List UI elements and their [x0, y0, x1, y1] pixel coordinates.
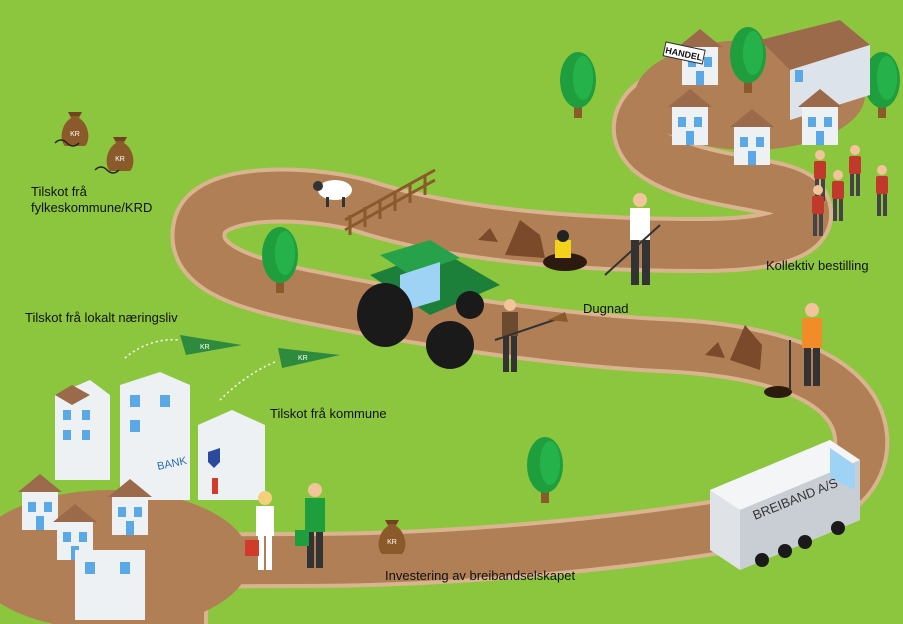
tree-icon	[560, 52, 596, 118]
shop-sign: HANDEL	[662, 41, 706, 65]
money-bag-icon: KR	[378, 520, 406, 554]
grant-county-label: Tilskot frå fylkeskommune/KRD	[31, 184, 152, 216]
dig-site-right	[705, 303, 822, 398]
tree-icon	[527, 437, 563, 503]
shovel-icon	[604, 224, 661, 276]
business-people	[245, 483, 325, 570]
truck-icon: BREIBAND A/S	[710, 440, 860, 570]
money-bag-icon: KR	[61, 112, 89, 146]
volunteer-label: Dugnad	[583, 301, 629, 316]
grant-business-label: Tilskot frå lokalt næringsliv	[25, 310, 178, 325]
svg-text:KR: KR	[200, 344, 210, 351]
sheep-icon	[313, 180, 352, 207]
investment-label: Investering av breibandselskapet	[385, 568, 576, 583]
svg-text:KR: KR	[70, 131, 80, 138]
village: HANDEL	[662, 20, 870, 165]
worker	[630, 193, 650, 285]
collective-order-label: Kollektiv bestilling	[766, 258, 869, 273]
fence	[344, 168, 436, 235]
city: BANK	[18, 372, 265, 620]
grant-county-line1: Tilskot frå	[31, 184, 87, 199]
grant-county-line2: fylkeskommune/KRD	[31, 200, 153, 215]
dig-site	[478, 193, 661, 285]
worker	[494, 299, 568, 372]
money-bag-icon: KR	[106, 137, 134, 171]
svg-text:KR: KR	[298, 355, 308, 362]
grant-municipality-label: Tilskot frå kommune	[270, 406, 387, 421]
svg-text:KR: KR	[387, 539, 397, 546]
svg-text:KR: KR	[115, 156, 125, 163]
pennant-icon: KR	[278, 348, 340, 368]
tractor-icon	[357, 240, 500, 369]
pennant-icon: KR	[180, 335, 242, 355]
